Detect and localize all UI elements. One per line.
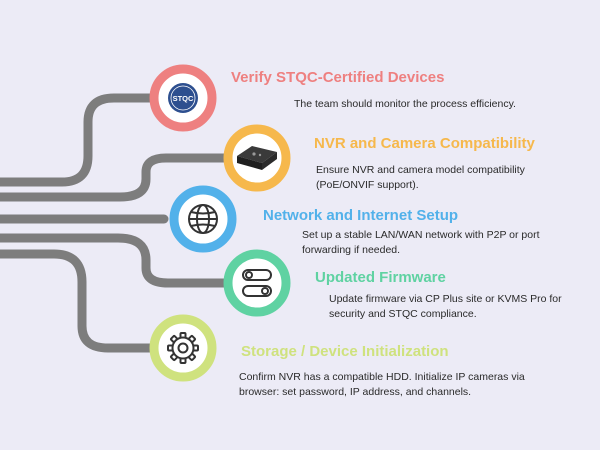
step-2-title: NVR and Camera Compatibility bbox=[314, 135, 535, 152]
connector-line-1 bbox=[0, 93, 157, 187]
connector-lines bbox=[0, 93, 231, 353]
step-3-description: Set up a stable LAN/WAN network with P2P… bbox=[302, 229, 540, 256]
step-3-node bbox=[169, 185, 237, 253]
stqc-logo-text: STQC bbox=[173, 94, 194, 103]
step-3-title: Network and Internet Setup bbox=[263, 207, 459, 224]
step-1-title: Verify STQC-Certified Devices bbox=[231, 69, 445, 86]
connector-line-2 bbox=[0, 153, 231, 202]
nvr-device-icon bbox=[237, 146, 277, 170]
step-2-description: Ensure NVR and camera model compatibilit… bbox=[316, 164, 525, 191]
connector-line-4 bbox=[0, 233, 231, 288]
step-5-node bbox=[149, 314, 217, 382]
globe-icon bbox=[188, 204, 218, 234]
connector-line-5 bbox=[0, 249, 155, 353]
step-1-description: The team should monitor the process effi… bbox=[294, 98, 516, 110]
stqc-logo-icon: STQC bbox=[168, 83, 198, 113]
gear-icon bbox=[167, 332, 199, 364]
step-5-description: Confirm NVR has a compatible HDD. Initia… bbox=[239, 371, 525, 398]
step-4-description: Update firmware via CP Plus site or KVMS… bbox=[329, 293, 562, 320]
step-5-title: Storage / Device Initialization bbox=[241, 343, 449, 360]
step-1-node: STQC bbox=[149, 64, 217, 132]
step-4-title: Updated Firmware bbox=[315, 269, 446, 286]
step-2-node bbox=[223, 124, 291, 192]
step-4-node bbox=[223, 249, 291, 317]
toggle-switches-icon bbox=[242, 269, 272, 297]
